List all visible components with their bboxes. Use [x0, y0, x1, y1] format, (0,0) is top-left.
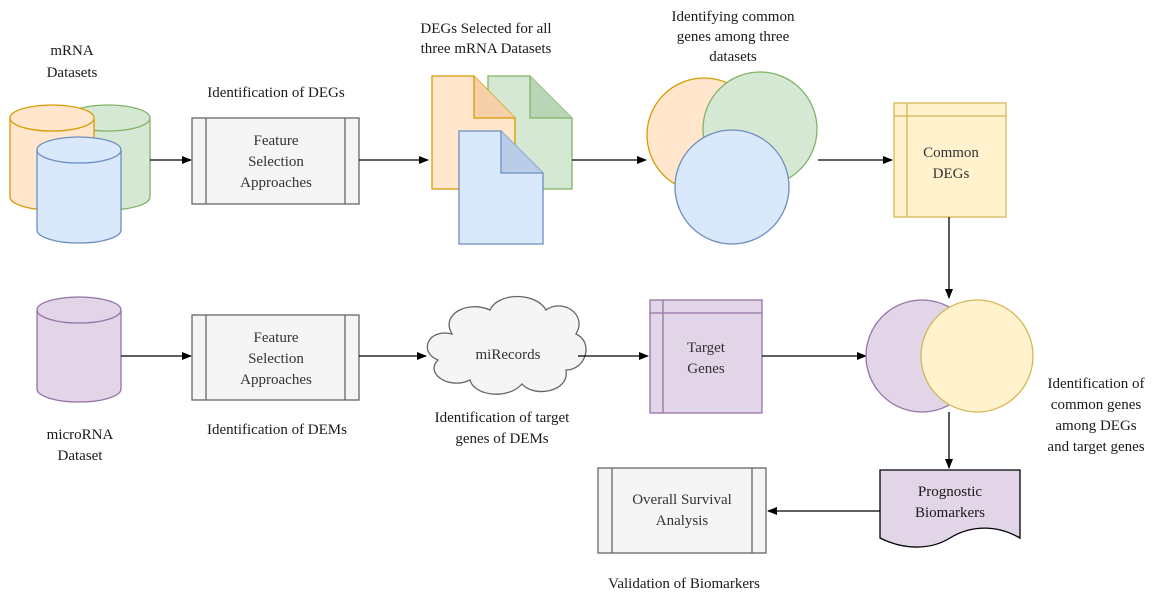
venn-three-datasets [646, 71, 818, 245]
microrna-dataset-label-line2: Dataset [58, 448, 104, 464]
target-genes-box: Target Genes [649, 299, 763, 414]
feature-selection-top-line2: Selection [248, 154, 304, 170]
feature-selection-bottom-line1: Feature [254, 330, 299, 346]
mrna-datasets-label-line1: mRNA [50, 43, 94, 59]
target-genes-line2: Genes [687, 361, 725, 377]
microrna-dataset-label-line1: microRNA [47, 427, 114, 443]
microrna-cylinder [36, 296, 122, 403]
degs-selected-label-line2: three mRNA Datasets [421, 41, 552, 57]
overall-survival-line1: Overall Survival [632, 492, 732, 508]
prognostic-biomarkers-line1: Prognostic [918, 484, 983, 500]
feature-selection-top-line1: Feature [254, 133, 299, 149]
common-degs-box: Common DEGs [893, 102, 1007, 218]
prognostic-biomarkers-box: Prognostic Biomarkers [879, 469, 1021, 548]
venn-degs-target-genes [865, 299, 1034, 413]
identification-common-genes-line3: among DEGs [1055, 418, 1136, 434]
identifying-common-label-line1: Identifying common [672, 9, 795, 25]
mrna-datasets-label-line2: Datasets [47, 65, 98, 81]
prognostic-biomarkers-line2: Biomarkers [915, 505, 985, 521]
identifying-common-label-line3: datasets [709, 49, 757, 65]
identification-target-label-line1: Identification of target [435, 410, 571, 426]
degs-selected-label-line1: DEGs Selected for all [420, 21, 551, 37]
common-degs-line2: DEGs [933, 166, 970, 182]
target-genes-line1: Target [687, 340, 726, 356]
validation-of-biomarkers-label: Validation of Biomarkers [608, 576, 760, 592]
identifying-common-label-line2: genes among three [677, 29, 790, 45]
identification-of-dems-label: Identification of DEMs [207, 422, 347, 438]
overall-survival-line2: Analysis [656, 513, 709, 529]
feature-selection-bottom-line3: Approaches [240, 372, 312, 388]
cylinder-blue [36, 136, 122, 244]
identification-of-degs-label: Identification of DEGs [207, 85, 345, 101]
mrna-datasets-cylinders [9, 104, 151, 244]
feature-selection-top-box: Feature Selection Approaches [191, 117, 360, 205]
feature-selection-top-line3: Approaches [240, 175, 312, 191]
identification-common-genes-line2: common genes [1051, 397, 1142, 413]
overall-survival-box: Overall Survival Analysis [597, 467, 767, 554]
identification-common-genes-line1: Identification of [1047, 376, 1144, 392]
common-degs-line1: Common [923, 145, 979, 161]
feature-selection-bottom-box: Feature Selection Approaches [191, 314, 360, 401]
document-blue [458, 130, 544, 245]
identification-common-genes-line4: and target genes [1047, 439, 1144, 455]
mirecords-cloud: miRecords [426, 296, 587, 395]
feature-selection-bottom-line2: Selection [248, 351, 304, 367]
degs-documents [431, 75, 573, 245]
identification-target-label-line2: genes of DEMs [455, 431, 548, 447]
mirecords-label: miRecords [476, 347, 541, 363]
